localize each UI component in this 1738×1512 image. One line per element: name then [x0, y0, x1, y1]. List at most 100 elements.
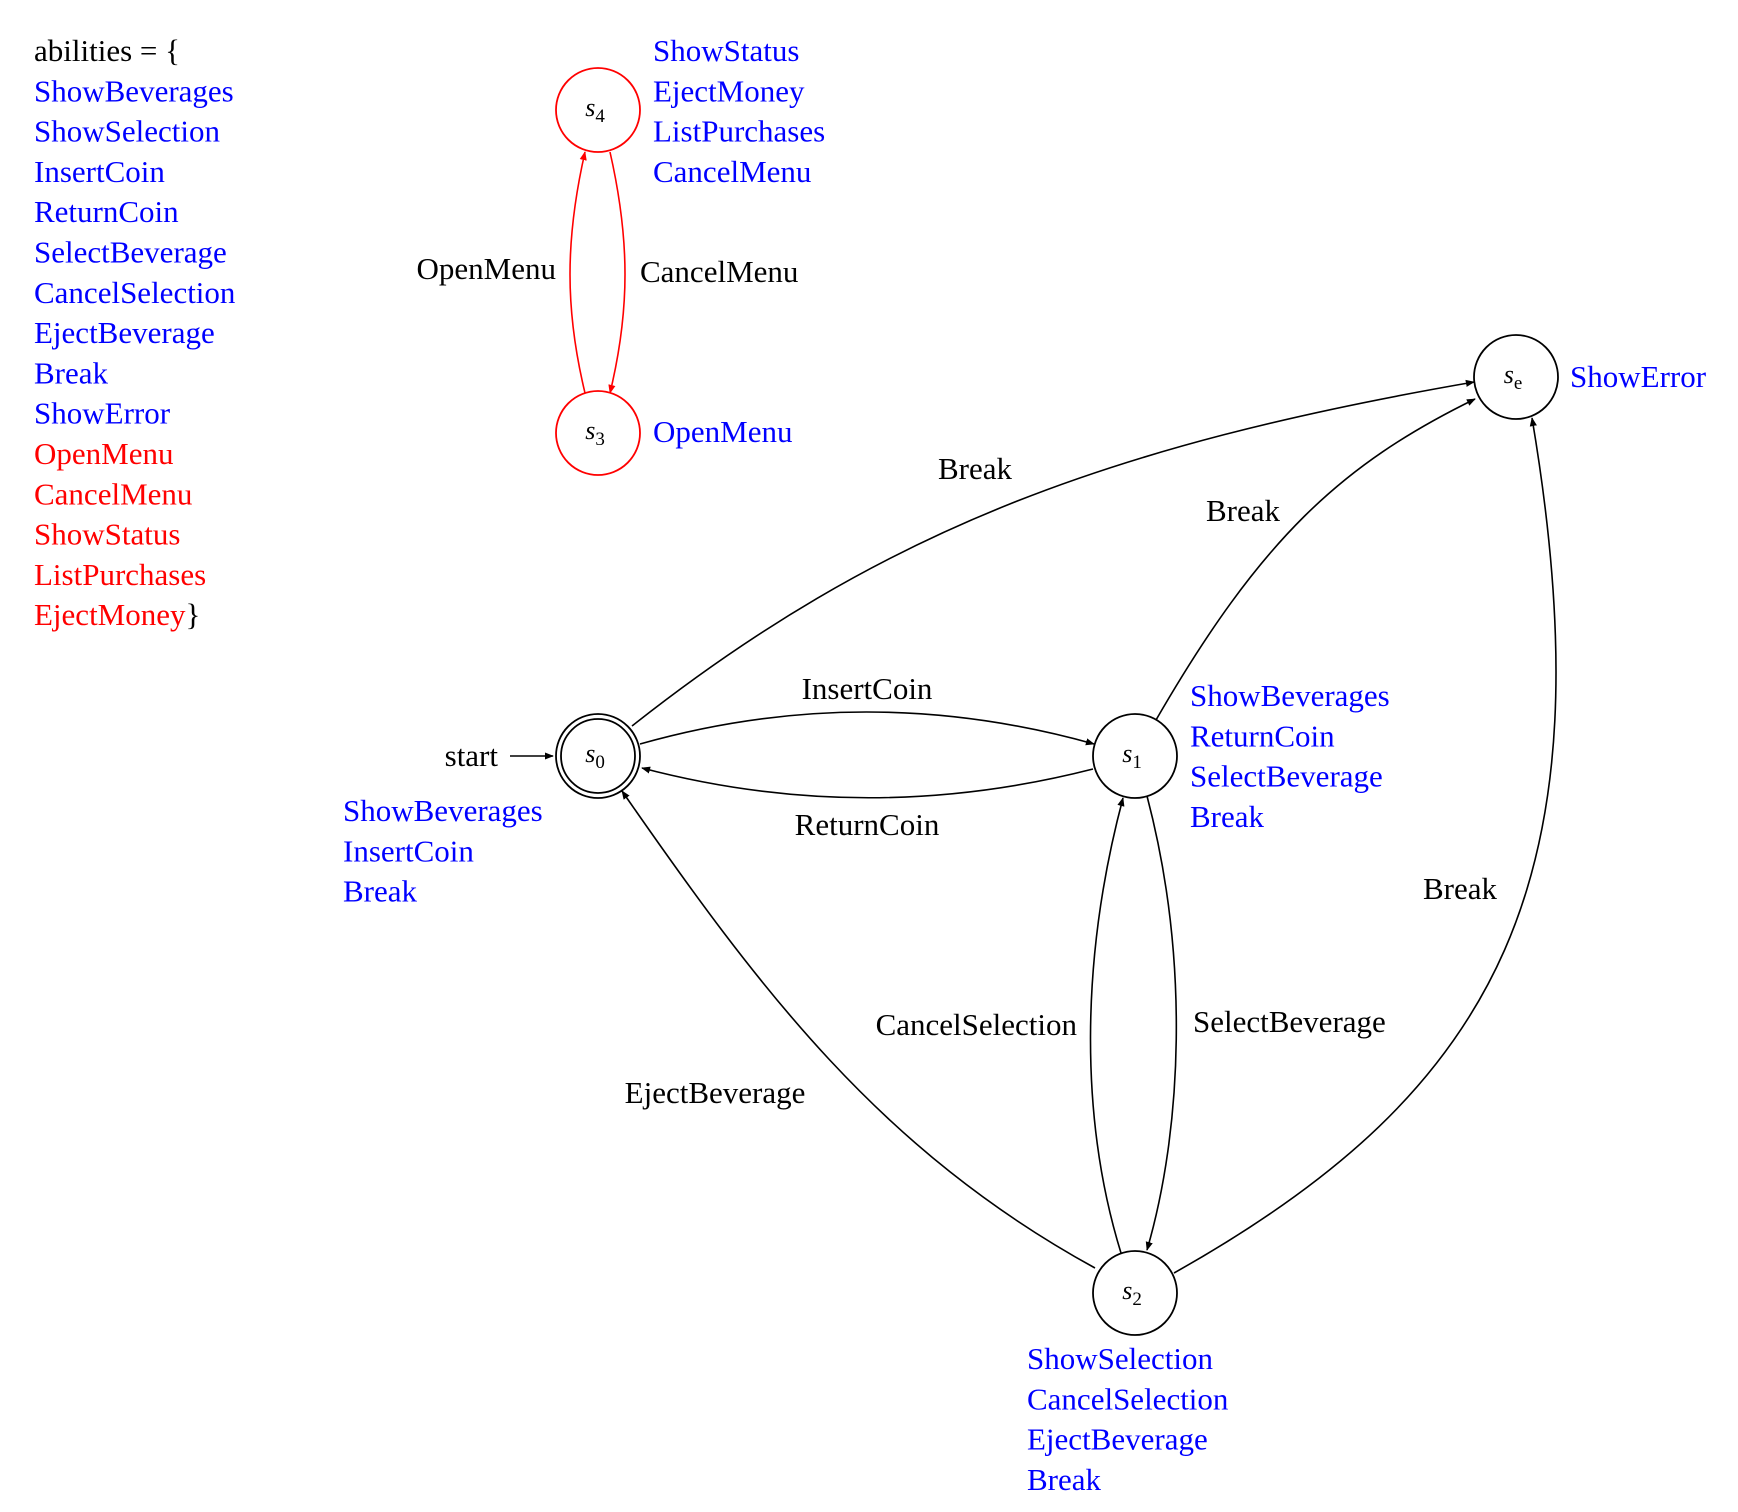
state-label: s3 — [585, 416, 605, 450]
abilities-item-label: EjectBeverage — [34, 315, 215, 350]
abilities-item-label: EjectMoney — [34, 597, 186, 632]
state-label: s4 — [585, 93, 605, 127]
state-label: s2 — [1122, 1276, 1142, 1310]
state-ability-item: InsertCoin — [343, 833, 474, 868]
abilities-item: ReturnCoin — [34, 194, 179, 229]
transition-arrow-s3-s4 — [569, 151, 587, 394]
abilities-header: abilities = { — [34, 33, 180, 68]
state-ability-item: ShowSelection — [1027, 1341, 1213, 1376]
transition-label-s4-s3: CancelMenu — [640, 254, 798, 289]
state-ability-item: CancelMenu — [653, 154, 811, 189]
abilities-item-label: Break — [34, 355, 109, 390]
state-ability-item: EjectBeverage — [1027, 1422, 1208, 1457]
state-circle — [1473, 334, 1559, 420]
abilities-item: EjectBeverage — [34, 315, 215, 350]
transition-arrow-s2-se — [1173, 417, 1557, 1274]
state-abilities-se: ShowError — [1570, 359, 1707, 394]
transition-label-s1-s0: ReturnCoin — [795, 807, 940, 842]
state-label: se — [1504, 360, 1523, 394]
abilities-item: ShowError — [34, 396, 171, 431]
state-abilities-s2: ShowSelectionCancelSelectionEjectBeverag… — [1027, 1341, 1229, 1497]
abilities-item-label: CancelMenu — [34, 476, 192, 511]
state-ability-item: ReturnCoin — [1190, 718, 1335, 753]
state-circle — [555, 390, 641, 476]
abilities-item: OpenMenu — [34, 436, 173, 471]
start-label: start — [445, 738, 499, 773]
transition-label-s2-s1: CancelSelection — [876, 1007, 1078, 1042]
transition-arrow-s0-s1 — [639, 711, 1095, 746]
state-s4: s4 — [555, 67, 641, 153]
abilities-item-label: SelectBeverage — [34, 235, 227, 270]
state-label: s0 — [585, 739, 605, 773]
abilities-item: CancelMenu — [34, 476, 192, 511]
abilities-item: EjectMoney} — [34, 597, 200, 632]
state-abilities-s4: ShowStatusEjectMoneyListPurchasesCancelM… — [653, 33, 825, 189]
state-ability-lists: ShowBeveragesInsertCoinBreakShowBeverage… — [343, 33, 1707, 1497]
state-ability-item: Break — [343, 874, 418, 909]
state-abilities-s1: ShowBeveragesReturnCoinSelectBeverageBre… — [1190, 678, 1390, 834]
transition-label-s1-s2: SelectBeverage — [1193, 1004, 1386, 1039]
transition-edges — [569, 151, 1557, 1274]
transition-arrow-s1-s0 — [641, 766, 1094, 799]
abilities-item-label: ShowSelection — [34, 114, 220, 149]
state-circle — [1092, 713, 1178, 799]
state-circle — [555, 67, 641, 153]
state-s1: s1 — [1092, 713, 1178, 799]
transition-arrow-s1-s2 — [1145, 795, 1178, 1251]
abilities-list: abilities = { ShowBeveragesShowSelectionI… — [34, 33, 236, 632]
abilities-item: CancelSelection — [34, 275, 236, 310]
transition-label-s3-s4: OpenMenu — [417, 251, 556, 286]
abilities-item-label: ShowBeverages — [34, 73, 234, 108]
states: s0 s1 s2 s3 s4 se — [555, 67, 1559, 1336]
state-circle — [555, 713, 641, 799]
transition-label-s0-s1: InsertCoin — [802, 671, 933, 706]
abilities-item-label: ReturnCoin — [34, 194, 179, 229]
state-s0: s0 — [555, 713, 641, 799]
state-ability-item: Break — [1027, 1462, 1102, 1497]
state-accepting-ring — [560, 718, 636, 794]
state-ability-item: ShowBeverages — [343, 793, 543, 828]
state-s3: s3 — [555, 390, 641, 476]
state-s2: s2 — [1092, 1250, 1178, 1336]
state-ability-item: EjectMoney — [653, 73, 805, 108]
abilities-item: ShowSelection — [34, 114, 220, 149]
state-ability-item: CancelSelection — [1027, 1381, 1229, 1416]
state-se: se — [1473, 334, 1559, 420]
abilities-item: Break — [34, 355, 109, 390]
transition-label-s0-se: Break — [938, 451, 1013, 486]
abilities-closing-brace: } — [186, 597, 201, 632]
state-ability-item: ListPurchases — [653, 114, 825, 149]
state-ability-item: Break — [1190, 799, 1265, 834]
abilities-item: SelectBeverage — [34, 235, 227, 270]
abilities-item-label: InsertCoin — [34, 154, 165, 189]
transition-label-s2-s0: EjectBeverage — [625, 1075, 806, 1110]
transition-arrow-s2-s0 — [621, 790, 1096, 1269]
state-label: s1 — [1122, 739, 1142, 773]
transition-arrow-s2-s1 — [1089, 797, 1125, 1254]
abilities-item: ShowStatus — [34, 517, 180, 552]
abilities-item-label: ShowStatus — [34, 517, 180, 552]
abilities-item: ListPurchases — [34, 557, 206, 592]
state-circle — [1092, 1250, 1178, 1336]
state-ability-item: ShowStatus — [653, 33, 799, 68]
abilities-item: ShowBeverages — [34, 73, 234, 108]
abilities-item: InsertCoin — [34, 154, 165, 189]
abilities-item-label: CancelSelection — [34, 275, 236, 310]
state-ability-item: OpenMenu — [653, 414, 792, 449]
abilities-item-label: ShowError — [34, 396, 171, 431]
transition-labels: InsertCoinReturnCoinBreakBreakBreakSelec… — [417, 251, 1498, 1110]
start-marker: start — [445, 738, 554, 773]
state-ability-item: SelectBeverage — [1190, 759, 1383, 794]
transition-label-s2-se: Break — [1423, 871, 1498, 906]
transition-label-s1-se: Break — [1206, 493, 1281, 528]
transition-arrow-s0-se — [631, 379, 1475, 727]
state-ability-item: ShowError — [1570, 359, 1707, 394]
transition-arrow-s1-se — [1155, 398, 1476, 721]
transition-arrow-s4-s3 — [608, 151, 626, 394]
state-abilities-s3: OpenMenu — [653, 414, 792, 449]
abilities-item-label: OpenMenu — [34, 436, 173, 471]
state-ability-item: ShowBeverages — [1190, 678, 1390, 713]
abilities-item-label: ListPurchases — [34, 557, 206, 592]
